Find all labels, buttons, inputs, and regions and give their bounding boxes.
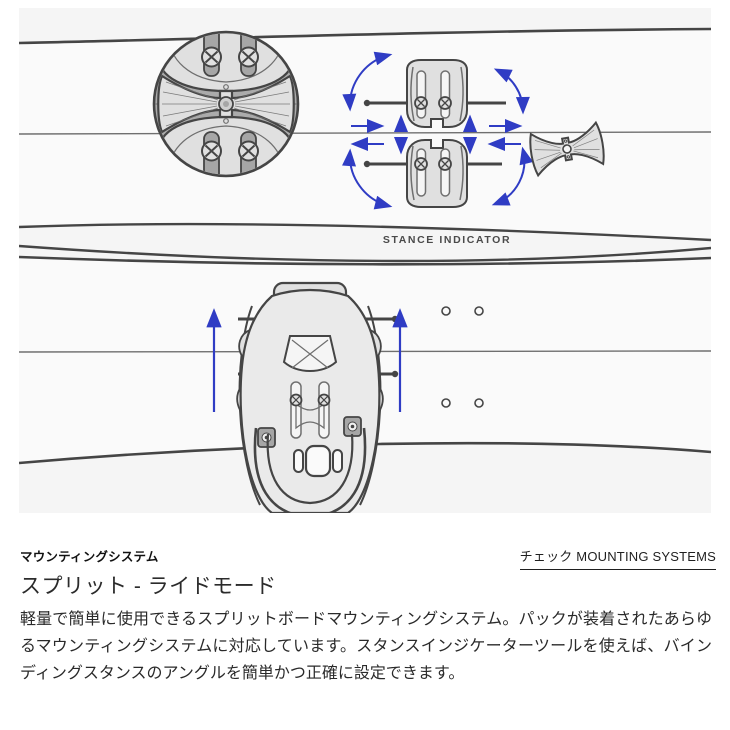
slide-on-arrows <box>206 308 408 412</box>
mounting-system-diagram: STANCE INDICATOR <box>19 27 711 513</box>
puck-bottom <box>363 139 502 208</box>
mounting-holes <box>441 306 484 408</box>
page-title: スプリット - ライドモード <box>20 575 277 598</box>
rotation-arrow-icon <box>493 68 530 115</box>
rotation-arrow-icon <box>491 146 534 206</box>
rotation-arrow-icon <box>342 51 393 112</box>
puck-top <box>363 59 506 128</box>
description-text: 軽量で簡単に使用できるスプリットボードマウンティングシステム。パックが装着された… <box>20 611 712 682</box>
stance-indicator-label: STANCE INDICATOR <box>383 234 511 246</box>
illustration-panel: STANCE INDICATOR <box>19 8 711 513</box>
ride-mode-binding <box>236 281 399 513</box>
stance-indicator-tool-icon <box>529 120 605 178</box>
section-header-row: マウンティングシステム チェック MOUNTING SYSTEMS <box>20 546 716 570</box>
mounting-systems-link[interactable]: チェック MOUNTING SYSTEMS <box>519 546 716 570</box>
adjustment-arrows <box>342 51 534 210</box>
section-label: マウンティングシステム <box>20 550 159 564</box>
detail-callout <box>152 30 300 178</box>
rotation-arrow-icon <box>342 148 393 210</box>
